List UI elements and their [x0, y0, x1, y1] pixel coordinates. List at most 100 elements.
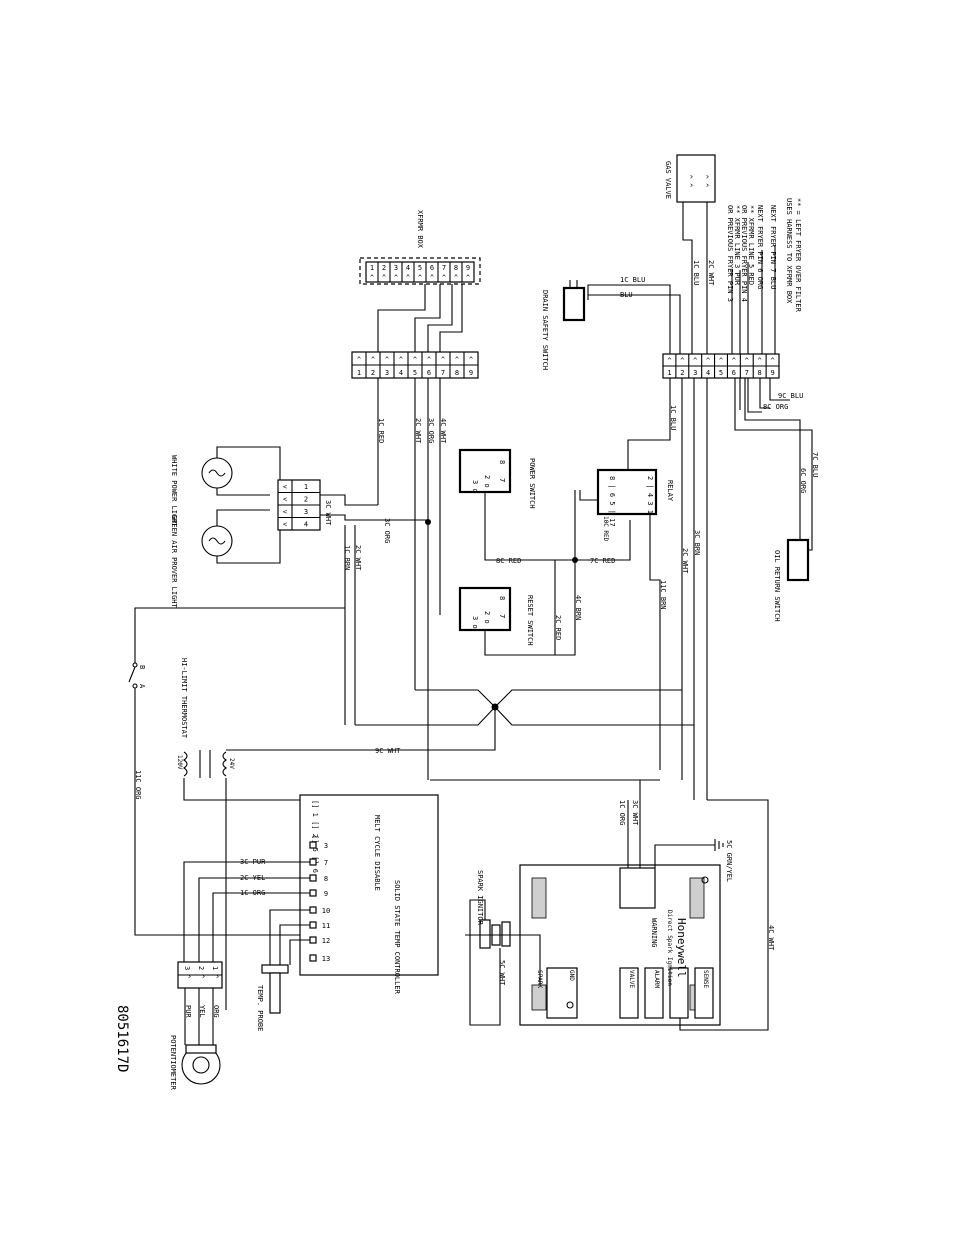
pin-arrow: ^: [430, 274, 434, 282]
svg-text:2 o: 2 o: [483, 611, 491, 624]
wire-4c-wht-ign: 4C WHT: [767, 925, 775, 951]
pin-number: 7: [442, 264, 446, 272]
controller-terminal: [309, 841, 317, 849]
note-prev-pin5: ** XFRMR LINE 5 RED: [747, 205, 755, 285]
honeywell-sub-label: Direct Spark Ignition: [666, 910, 673, 986]
controller-pin-number: 12: [322, 937, 330, 945]
pin-number: 4: [304, 521, 308, 529]
pin-number: 8: [455, 369, 459, 377]
controller-pin-number: 3: [324, 842, 328, 850]
pin-arrow: ^: [770, 357, 774, 365]
wire-1c-brn-light: 1C BRN: [343, 545, 351, 570]
pin-number: 7: [441, 369, 445, 377]
green-air-prover-light-label: GREEN AIR PROVER LIGHT: [170, 515, 178, 609]
wire-5c-grn-yel: 5C GRN/YEL: [725, 840, 733, 882]
pin-arrow: ^: [758, 357, 762, 365]
svg-text:[] 1 [] 2: [] 1 [] 2: [311, 800, 319, 838]
reset-switch: 8 7 3 o 2 o RESET SWITCH: [458, 586, 534, 646]
pin-arrow: ^: [382, 274, 386, 282]
svg-text:A: A: [138, 684, 146, 689]
wire-11c-org: 11C ORG: [134, 770, 142, 800]
pin-arrow: ^: [469, 356, 473, 364]
oil-return-switch-label: OIL RETURN SWITCH: [773, 550, 781, 622]
pin-number: 8: [758, 369, 762, 377]
xfrmr-box-connector: 1^2^3^4^5^6^7^8^9^ XFRMR BOX: [359, 210, 481, 285]
controller-terminal: [309, 906, 317, 914]
potentiometer-label: POTENTIOMETER: [169, 1035, 177, 1091]
potentiometer: 3 ^ 2 ^ 1 ^ PUR YEL ORG POTENTIOMETER: [169, 961, 223, 1091]
pin-arrow: ^: [693, 357, 697, 365]
spark-ignitor-label: SPARK IGNITOR: [476, 870, 484, 926]
pin-number: 4: [706, 369, 710, 377]
note-line1: ** = LEFT FRYER OVER FILTER: [794, 198, 802, 313]
white-power-light-label: WHITE POWER LIGHT: [170, 455, 178, 527]
wire-7c-blu: 7C BLU: [811, 452, 819, 477]
drawing-number: 8051617D: [114, 1005, 130, 1072]
wire-2c-wht-relay: 2C WHT: [681, 548, 689, 574]
controller-terminal: [309, 874, 317, 882]
temp-probe-label: TEMP. PROBE: [256, 985, 264, 1031]
svg-text:24V: 24V: [228, 758, 235, 769]
pin-arrow: ^: [394, 274, 398, 282]
relay-label: RELAY: [666, 480, 674, 502]
pin-number: 7: [745, 369, 749, 377]
power-switch-label: POWER SWITCH: [528, 458, 536, 509]
notes: ** = LEFT FRYER OVER FILTER USES HARNESS…: [726, 198, 802, 313]
wire-2c-yel: 2C YEL: [240, 874, 265, 882]
pin-number: 2: [371, 369, 375, 377]
wire-4c-brn: 4C BRN: [574, 595, 582, 620]
wire-3c-org-mid: 3C ORG: [427, 418, 435, 443]
pin-number: 1: [667, 369, 671, 377]
melt-cycle-disable-label: MELT CYCLE DISABLE: [373, 815, 381, 891]
pin-arrow: ^: [706, 357, 710, 365]
terminal-alarm: ALARM: [653, 970, 660, 988]
xfrmr-box-label: XFRMR BOX: [416, 210, 424, 249]
spark-ignitor: SPARK IGNITOR 5C WHT: [465, 870, 515, 1026]
ignition-module: Honeywell Direct Spark Ignition WARNING …: [519, 864, 721, 1026]
pin-number: 2: [680, 369, 684, 377]
note-prev-pin4: OR PREVIOUS FRYER PIN 4: [740, 205, 748, 302]
wire-8c-org: 8C ORG: [763, 403, 788, 411]
pin-number: 4: [406, 264, 410, 272]
honeywell-label: Honeywell: [675, 918, 688, 978]
light-connector: <1<2<3<4 3C WHT: [277, 479, 332, 531]
terminal-valve: VALVE: [628, 970, 635, 988]
wire-1c-blu-drain1: 1C BLU: [620, 276, 645, 284]
pin-number: 8: [454, 264, 458, 272]
pin-arrow: ^: [371, 356, 375, 364]
pin-number: 4: [399, 369, 403, 377]
temp-probe: TEMP. PROBE: [256, 909, 310, 1031]
hi-limit-thermostat-label: HI-LIMIT THERMOSTAT: [180, 658, 188, 739]
transformer: 120V 24V: [176, 750, 235, 778]
pin-number: 5: [418, 264, 422, 272]
controller-terminal: [309, 936, 317, 944]
pin-arrow: <: [283, 496, 287, 504]
svg-text:B: B: [138, 665, 146, 669]
pin-number: 2: [304, 496, 308, 504]
pin-number: 9: [770, 369, 774, 377]
drain-safety-switch: DRAIN SAFETY SWITCH: [541, 280, 586, 370]
svg-text:1 ^: 1 ^: [211, 966, 219, 979]
wire-1c-blu-top: 1C BLU: [692, 260, 700, 285]
svg-text:YEL: YEL: [198, 1005, 206, 1018]
pin-number: 3: [385, 369, 389, 377]
pin-arrow: ^: [406, 274, 410, 282]
pin-number: 2: [382, 264, 386, 272]
pin-number: 6: [427, 369, 431, 377]
pin-number: 1: [304, 483, 308, 491]
pin-arrow: ^: [454, 274, 458, 282]
wire-3c-pur: 3C PUR: [240, 858, 266, 866]
pin-number: 6: [430, 264, 434, 272]
wire-11c-brn: 11C BRN: [659, 580, 667, 610]
pin-arrow: <: [283, 483, 287, 491]
middle-connector: ^1^2^3^4^5^6^7^8^9: [351, 351, 479, 379]
wire-2c-wht-top: 2C WHT: [707, 260, 715, 286]
svg-text:120V: 120V: [176, 755, 183, 770]
controller-pin-number: 10: [322, 907, 330, 915]
power-switch: 8 7 3 o 2 o POWER SWITCH: [458, 448, 536, 509]
svg-text:7: 7: [498, 478, 506, 482]
note-next-pin7: NEXT FRYER PIN 7 BLU: [769, 205, 777, 289]
warning-label: WARNING: [650, 918, 658, 948]
pin-arrow: ^: [418, 274, 422, 282]
pin-arrow: <: [283, 508, 287, 516]
